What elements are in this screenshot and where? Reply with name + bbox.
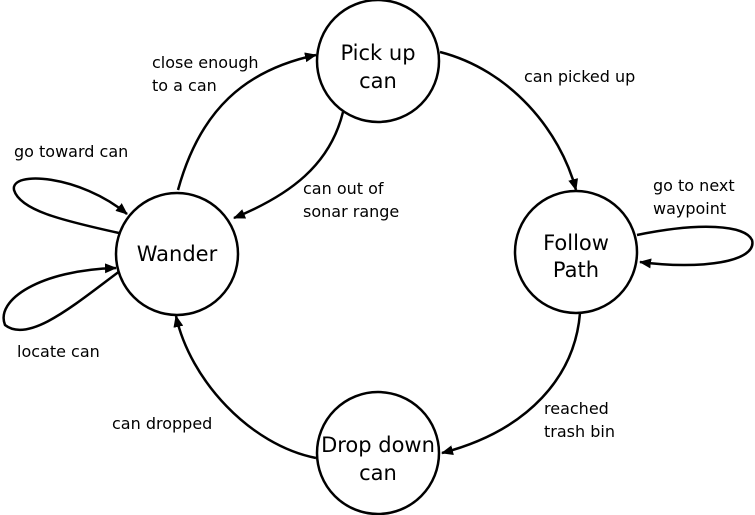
state-wander: Wander xyxy=(114,191,240,317)
label-go-toward-can: go toward can xyxy=(14,142,128,161)
edge-label: to a can xyxy=(152,76,217,95)
edge-label: go toward can xyxy=(14,142,128,161)
edge-label: waypoint xyxy=(653,199,726,218)
edge-label: can picked up xyxy=(524,67,635,86)
label-can-out-of-range: can out of sonar range xyxy=(303,179,399,221)
state-label: can xyxy=(359,69,397,93)
edge-wander-to-pickup xyxy=(176,52,317,191)
state-label: Follow xyxy=(543,231,609,255)
edge-follow-to-dropdown xyxy=(441,312,582,456)
edge-pickup-to-wander xyxy=(233,111,345,220)
edge-label: sonar range xyxy=(303,202,399,221)
label-can-picked-up: can picked up xyxy=(524,67,635,86)
edge-wander-self-top xyxy=(12,177,128,235)
edge-label: reached xyxy=(544,399,609,418)
state-follow-path: Follow Path xyxy=(513,189,639,315)
state-label: Path xyxy=(553,258,599,282)
label-go-to-next-waypoint: go to next waypoint xyxy=(653,176,735,218)
edge-label: go to next xyxy=(653,176,735,195)
edge-dropdown-to-wander xyxy=(173,315,317,460)
edge-label: trash bin xyxy=(544,422,615,441)
edge-wander-self-bottom xyxy=(2,263,129,332)
edge-follow-self xyxy=(636,225,754,269)
state-label: Wander xyxy=(137,242,218,266)
state-label: Drop down xyxy=(321,433,435,457)
label-close-enough: close enough to a can xyxy=(152,53,259,95)
label-can-dropped: can dropped xyxy=(112,414,212,433)
edge-label: close enough xyxy=(152,53,259,72)
edge-label: locate can xyxy=(17,342,100,361)
edge-label: can out of xyxy=(303,179,384,198)
edge-label: can dropped xyxy=(112,414,212,433)
state-drop-down-can: Drop down can xyxy=(315,390,441,515)
state-label: can xyxy=(359,461,397,485)
state-pick-up-can: Pick up can xyxy=(315,0,441,124)
label-locate-can: locate can xyxy=(17,342,100,361)
state-label: Pick up xyxy=(340,41,415,65)
edge-pickup-to-follow xyxy=(439,50,578,191)
label-reached-trash-bin: reached trash bin xyxy=(544,399,615,441)
